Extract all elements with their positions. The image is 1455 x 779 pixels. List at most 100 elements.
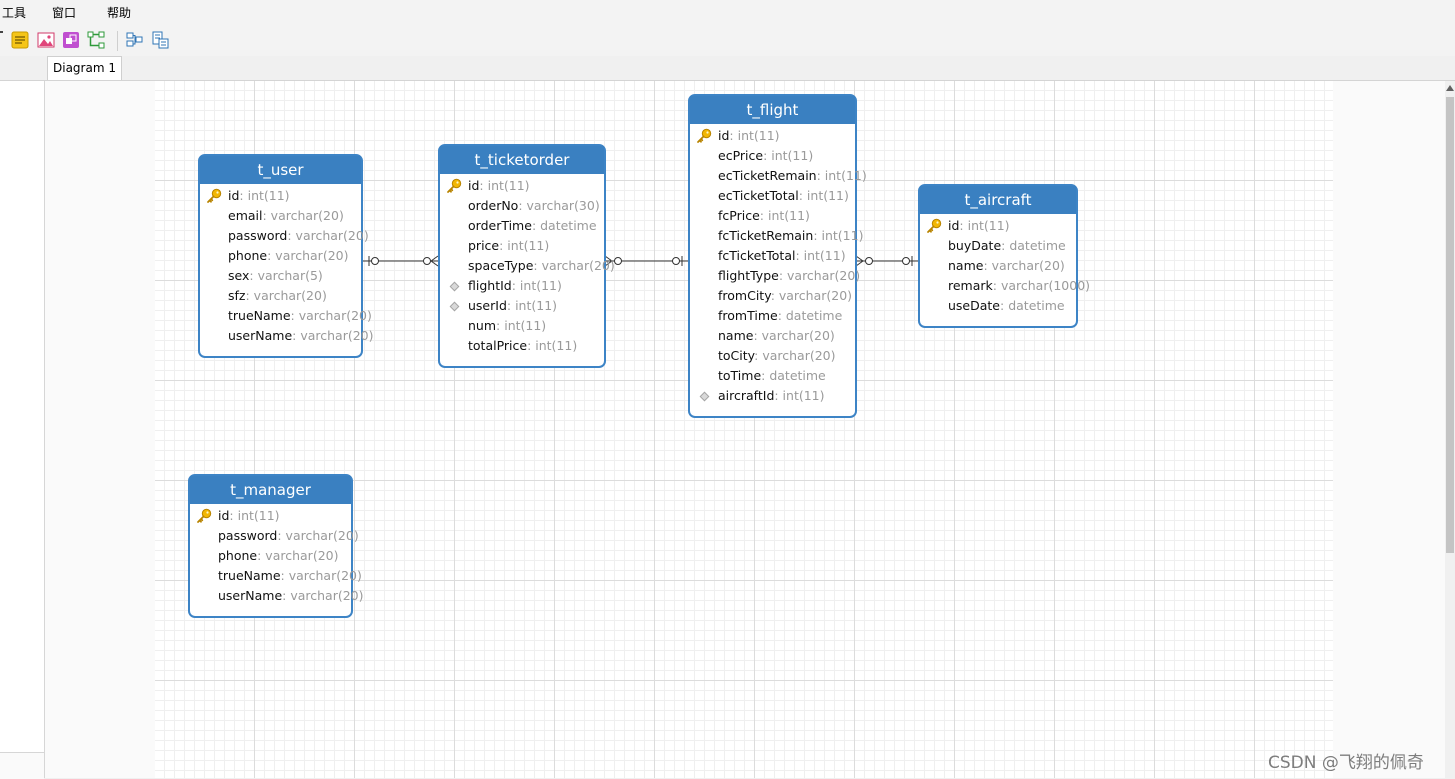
image-button[interactable] (37, 31, 55, 49)
field-name: userName: varchar(20) (218, 586, 364, 606)
menu-tools[interactable]: 工具 (2, 6, 27, 20)
auto-arrange-button[interactable] (126, 31, 144, 49)
entity-field[interactable]: buyDate: datetime (920, 236, 1076, 256)
entity-field[interactable]: flightId: int(11) (440, 276, 604, 296)
entity-field[interactable]: aircraftId: int(11) (690, 386, 855, 406)
entity-field[interactable]: sex: varchar(5) (200, 266, 361, 286)
entity-field[interactable]: fromCity: varchar(20) (690, 286, 855, 306)
field-name: spaceType: varchar(20) (468, 256, 615, 276)
entity-field[interactable]: fromTime: datetime (690, 306, 855, 326)
entity-field[interactable]: flightType: varchar(20) (690, 266, 860, 286)
field-name: phone: varchar(20) (218, 546, 339, 566)
relation-flight-aircraft[interactable] (855, 255, 918, 267)
foreign-key-icon (446, 298, 462, 314)
entity-field[interactable]: trueName: varchar(20) (200, 306, 372, 326)
field-name-text: trueName (218, 568, 281, 583)
entity-field[interactable]: toCity: varchar(20) (690, 346, 855, 366)
field-name: phone: varchar(20) (228, 246, 349, 266)
entity-field[interactable]: remark: varchar(1000) (920, 276, 1090, 296)
relation-ticketorder-flight[interactable] (604, 255, 688, 267)
entity-t-user[interactable]: t_user id: int(11)email: varchar(20)pass… (198, 154, 374, 358)
field-name-text: buyDate (948, 238, 1002, 253)
field-type: : varchar(20) (245, 288, 327, 303)
field-name-text: spaceType (468, 258, 534, 273)
field-type: : int(11) (816, 168, 867, 183)
entity-field[interactable]: userId: int(11) (440, 296, 604, 316)
vertical-scrollbar[interactable] (1445, 81, 1455, 778)
field-type: : varchar(20) (257, 548, 339, 563)
entity-field[interactable]: ecPrice: int(11) (690, 146, 855, 166)
layout-button[interactable] (87, 31, 105, 49)
field-name: password: varchar(20) (228, 226, 369, 246)
entity-field[interactable]: ecTicketRemain: int(11) (690, 166, 867, 186)
entity-field[interactable]: orderNo: varchar(30) (440, 196, 604, 216)
field-list: id: int(11)email: varchar(20)password: v… (200, 184, 374, 346)
field-type: : varchar(20) (280, 568, 362, 583)
field-type: : int(11) (506, 298, 558, 313)
field-name-text: ecTicketRemain (718, 168, 817, 183)
shape-button[interactable] (62, 31, 80, 49)
field-name: id: int(11) (468, 176, 530, 196)
entity-field[interactable]: email: varchar(20) (200, 206, 361, 226)
field-name: password: varchar(20) (218, 526, 359, 546)
field-name: ecTicketTotal: int(11) (718, 186, 849, 206)
entity-field[interactable]: name: varchar(20) (920, 256, 1076, 276)
entity-t-flight[interactable]: t_flight id: int(11)ecPrice: int(11)ecTi… (688, 94, 867, 418)
entity-t-manager[interactable]: t_manager id: int(11)password: varchar(2… (188, 474, 364, 618)
note-button[interactable] (11, 31, 29, 49)
field-type: : datetime (1000, 298, 1065, 313)
entity-field[interactable]: num: int(11) (440, 316, 604, 336)
entity-field[interactable]: spaceType: varchar(20) (440, 256, 615, 276)
menu-window[interactable]: 窗口 (52, 6, 77, 20)
table-list-button[interactable] (151, 31, 169, 49)
entity-field[interactable]: userName: varchar(20) (200, 326, 374, 346)
entity-field[interactable]: sfz: varchar(20) (200, 286, 361, 306)
entity-field[interactable]: id: int(11) (190, 506, 351, 526)
menu-help[interactable]: 帮助 (107, 6, 132, 20)
foreign-key-icon (696, 388, 712, 404)
layout-icon (87, 31, 105, 49)
entity-field[interactable]: fcTicketTotal: int(11) (690, 246, 855, 266)
relation-user-ticketorder[interactable] (362, 255, 439, 267)
entity-field[interactable]: password: varchar(20) (190, 526, 359, 546)
entity-field[interactable]: fcTicketRemain: int(11) (690, 226, 863, 246)
entity-field[interactable]: id: int(11) (200, 186, 361, 206)
entity-field[interactable]: ecTicketTotal: int(11) (690, 186, 855, 206)
primary-key-icon (696, 128, 712, 144)
scroll-thumb[interactable] (1446, 97, 1454, 553)
field-name: price: int(11) (468, 236, 549, 256)
entity-field[interactable]: price: int(11) (440, 236, 604, 256)
image-icon (37, 32, 55, 48)
entity-field[interactable]: orderTime: datetime (440, 216, 604, 236)
entity-t-ticketorder[interactable]: t_ticketorder id: int(11)orderNo: varcha… (438, 144, 615, 368)
field-name-text: id (468, 178, 480, 193)
entity-field[interactable]: id: int(11) (440, 176, 604, 196)
entity-field[interactable]: phone: varchar(20) (200, 246, 361, 266)
entity-field[interactable]: trueName: varchar(20) (190, 566, 362, 586)
field-type: : int(11) (239, 188, 290, 203)
tab-diagram-1[interactable]: Diagram 1 (47, 56, 122, 80)
field-type: : int(11) (798, 188, 849, 203)
field-name: flightType: varchar(20) (718, 266, 860, 286)
field-type: : varchar(5) (249, 268, 323, 283)
field-type: : varchar(1000) (992, 278, 1091, 293)
field-name-text: userId (468, 298, 507, 313)
entity-field[interactable]: id: int(11) (920, 216, 1076, 236)
field-type: : varchar(20) (753, 328, 835, 343)
entity-field[interactable]: password: varchar(20) (200, 226, 369, 246)
entity-field[interactable]: id: int(11) (690, 126, 855, 146)
entity-field[interactable]: userName: varchar(20) (190, 586, 364, 606)
field-name-text: id (718, 128, 730, 143)
entity-field[interactable]: phone: varchar(20) (190, 546, 351, 566)
entity-field[interactable]: name: varchar(20) (690, 326, 855, 346)
field-name: toTime: datetime (718, 366, 826, 386)
scroll-up-arrow-icon[interactable] (1446, 85, 1454, 91)
field-name-text: num (468, 318, 497, 333)
entity-title: t_ticketorder (440, 146, 604, 174)
entity-field[interactable]: totalPrice: int(11) (440, 336, 604, 356)
entity-field[interactable]: useDate: datetime (920, 296, 1076, 316)
entity-field[interactable]: fcPrice: int(11) (690, 206, 855, 226)
entity-field[interactable]: toTime: datetime (690, 366, 855, 386)
field-name-text: ecTicketTotal (718, 188, 799, 203)
